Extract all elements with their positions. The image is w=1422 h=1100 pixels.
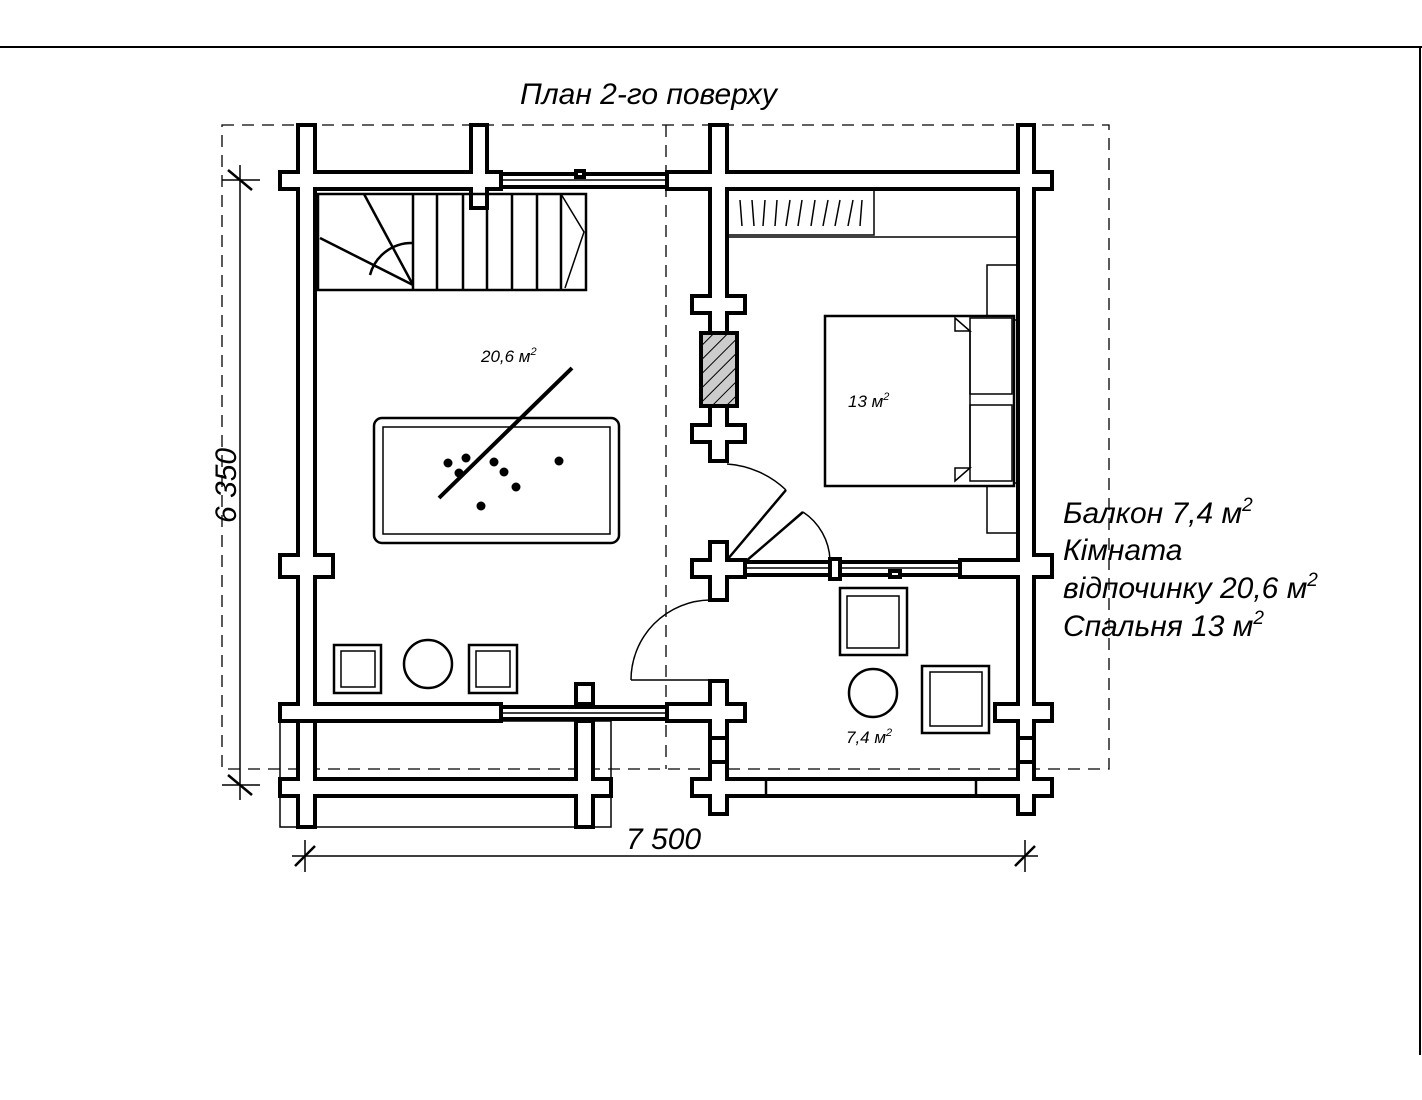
walls [278, 123, 1054, 829]
legend-bedroom: Спальня 13 м [1063, 610, 1253, 643]
dimension-width: 7 500 [292, 823, 1038, 872]
doors [630, 463, 831, 681]
wardrobe [726, 188, 1019, 238]
chimney [699, 331, 739, 408]
area-legend: Балкон 7,4 м2 Кімната відпочинку 20,6 м2… [1063, 495, 1318, 643]
plan-title: План 2-го поверху [520, 78, 779, 111]
bed [823, 264, 1019, 534]
dimension-height: 6 350 [210, 165, 260, 800]
staircase [316, 192, 588, 292]
balcony-furniture [838, 586, 991, 735]
page-frame [0, 46, 1422, 1055]
svg-text:Спальня 13 м2: Спальня 13 м2 [1063, 608, 1264, 643]
room-label-balcony: 7,4 м2 [846, 727, 892, 747]
lounge-seating [332, 638, 519, 695]
dimension-height-label: 6 350 [210, 448, 243, 523]
room-label-lounge: 20,6 м2 [480, 346, 537, 366]
billiard-table [372, 366, 621, 545]
svg-text:Балкон 7,4 м2: Балкон 7,4 м2 [1063, 495, 1253, 530]
legend-lounge-line1: Кімната [1063, 534, 1182, 567]
legend-lounge-line2: відпочинку 20,6 м [1063, 572, 1307, 605]
svg-text:відпочинку 20,6 м2: відпочинку 20,6 м2 [1063, 570, 1318, 605]
legend-balcony: Балкон 7,4 м [1063, 497, 1242, 530]
room-label-bedroom: 13 м2 [848, 391, 889, 411]
dimension-width-label: 7 500 [626, 823, 701, 856]
